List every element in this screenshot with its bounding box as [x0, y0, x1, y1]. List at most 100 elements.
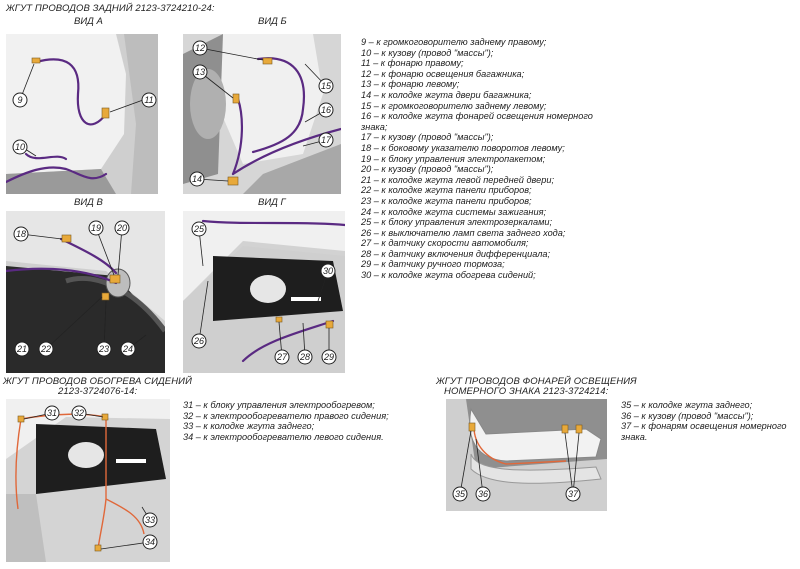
legend-item: 14 – к колодке жгута двери багажника; — [361, 89, 532, 100]
svg-text:15: 15 — [321, 81, 332, 91]
svg-text:19: 19 — [91, 223, 101, 233]
svg-text:10: 10 — [15, 142, 25, 152]
rear-harness-legend: 9 – к громкоговорителю заднему правому; … — [361, 37, 593, 281]
svg-text:24: 24 — [122, 344, 133, 354]
callout-34 — [142, 534, 158, 550]
callout-14 — [189, 171, 205, 187]
legend-item: 23 – к колодке жгута панели приборов; — [361, 195, 532, 206]
legend-item: 34 – к электрообогревателю левого сидени… — [183, 431, 384, 442]
svg-text:23: 23 — [98, 344, 109, 354]
view-g-label: ВИД Г — [258, 197, 286, 208]
callout-36 — [475, 486, 491, 502]
seat-heating-legend: 31 – к блоку управления электрообогревом… — [183, 400, 389, 442]
callout-28 — [297, 349, 313, 365]
callout-32 — [71, 405, 87, 421]
svg-text:33: 33 — [145, 515, 155, 525]
view-b-label: ВИД Б — [258, 16, 287, 27]
svg-text:35: 35 — [455, 489, 466, 499]
svg-text:26: 26 — [193, 336, 204, 346]
callout-18 — [13, 226, 29, 242]
svg-text:30: 30 — [323, 266, 333, 276]
svg-text:27: 27 — [276, 352, 288, 362]
callout-20 — [114, 220, 130, 236]
legend-item: 12 – к фонарю освещения багажника; — [361, 68, 525, 79]
legend-item: знака; — [361, 121, 388, 132]
svg-text:17: 17 — [321, 135, 332, 145]
view-a-illustration: 9 11 10 — [6, 34, 158, 194]
seat-heating-harness-title: ЖГУТ ПРОВОДОВ ОБОГРЕВА СИДЕНИЙ — [3, 376, 192, 387]
legend-item: 30 – к колодке жгута обогрева сидений; — [361, 270, 536, 281]
legend-item: 13 – к фонарю левому; — [361, 79, 460, 90]
legend-item: 16 – к колодке жгута фонарей освещения н… — [361, 111, 593, 122]
legend-item: 17 – к кузову (провод "массы"); — [361, 132, 494, 143]
callout-35 — [452, 486, 468, 502]
legend-item: 20 – к кузову (провод "массы"); — [361, 164, 494, 175]
svg-text:25: 25 — [193, 224, 205, 234]
legend-item: 26 – к выключателю ламп света заднего хо… — [361, 227, 566, 238]
legend-item: 10 – к кузову (провод "массы"); — [361, 47, 494, 58]
legend-item: 22 – к колодке жгута панели приборов; — [361, 185, 532, 196]
legend-item: 11 – к фонарю правому; — [361, 58, 464, 69]
callout-16 — [318, 102, 334, 118]
legend-item: 19 – к блоку управления электропакетом; — [361, 153, 546, 164]
legend-item: 32 – к электрообогревателю правого сиден… — [183, 410, 389, 421]
legend-item: 21 – к колодке жгута левой передней двер… — [361, 174, 554, 185]
svg-text:32: 32 — [74, 408, 84, 418]
callout-23 — [96, 341, 112, 357]
svg-text:11: 11 — [144, 95, 153, 105]
svg-text:34: 34 — [145, 537, 155, 547]
legend-item: знака. — [621, 431, 648, 442]
callout-15 — [318, 78, 334, 94]
svg-text:14: 14 — [192, 174, 202, 184]
callout-33 — [142, 512, 158, 528]
callout-11 — [141, 92, 157, 108]
callout-25 — [191, 221, 207, 237]
seat-heating-harness-code: 2123-3724076-14: — [58, 386, 138, 397]
legend-item: 25 – к блоку управления электрозеркалами… — [361, 217, 553, 228]
callout-12 — [192, 40, 208, 56]
rear-harness-title: ЖГУТ ПРОВОДОВ ЗАДНИЙ 2123-3724210-24: — [6, 3, 215, 14]
svg-text:9: 9 — [17, 95, 22, 105]
callout-37 — [565, 486, 581, 502]
view-g-illustration: 25 26 27 28 29 30 — [183, 211, 345, 373]
callout-29 — [321, 349, 337, 365]
callout-19 — [88, 220, 104, 236]
legend-item: 29 – к датчику ручного тормоза; — [361, 259, 505, 270]
callout-24 — [120, 341, 136, 357]
svg-text:18: 18 — [16, 229, 26, 239]
callout-26 — [191, 333, 207, 349]
svg-text:37: 37 — [568, 489, 579, 499]
legend-item: 36 – к кузову (провод "массы"); — [621, 410, 754, 421]
view-v-illustration: 18 19 20 21 22 23 24 — [6, 211, 165, 373]
view-a-label: ВИД А — [74, 16, 103, 27]
legend-item: 27 – к датчику скорости автомобиля; — [361, 238, 529, 249]
legend-item: 24 – к колодке жгута системы зажигания; — [361, 206, 547, 217]
callout-9 — [12, 92, 28, 108]
legend-item: 33 – к колодке жгута заднего; — [183, 421, 315, 432]
legend-item: 28 – к датчику включения дифференциала; — [361, 248, 551, 259]
callout-22 — [38, 341, 54, 357]
svg-text:22: 22 — [40, 344, 51, 354]
legend-item: 35 – к колодке жгута заднего; — [621, 400, 753, 410]
legend-item: 15 – к громкоговорителю заднему левому; — [361, 100, 547, 111]
svg-text:28: 28 — [299, 352, 310, 362]
view-v-label: ВИД В — [74, 197, 103, 208]
callout-13 — [192, 64, 208, 80]
callout-27 — [274, 349, 290, 365]
svg-text:13: 13 — [195, 67, 205, 77]
legend-item: 18 – к боковому указателю поворотов лево… — [361, 142, 565, 153]
svg-text:31: 31 — [47, 408, 57, 418]
plate-light-harness-code: НОМЕРНОГО ЗНАКА 2123-3724214: — [444, 386, 609, 397]
seat-heating-illustration: 31 32 33 34 — [6, 399, 170, 562]
plate-light-legend: 35 – к колодке жгута заднего; 36 – к куз… — [621, 400, 787, 442]
svg-text:29: 29 — [323, 352, 334, 362]
legend-item: 37 – к фонарям освещения номерного — [621, 421, 787, 432]
callout-17 — [318, 132, 334, 148]
legend-item: 31 – к блоку управления электрообогревом… — [183, 400, 375, 410]
svg-text:12: 12 — [195, 43, 205, 53]
plate-light-harness-title: ЖГУТ ПРОВОДОВ ФОНАРЕЙ ОСВЕЩЕНИЯ — [436, 376, 637, 387]
svg-text:16: 16 — [321, 105, 331, 115]
legend-item: 9 – к громкоговорителю заднему правому; — [361, 37, 547, 47]
svg-text:36: 36 — [478, 489, 488, 499]
callout-21 — [14, 341, 30, 357]
